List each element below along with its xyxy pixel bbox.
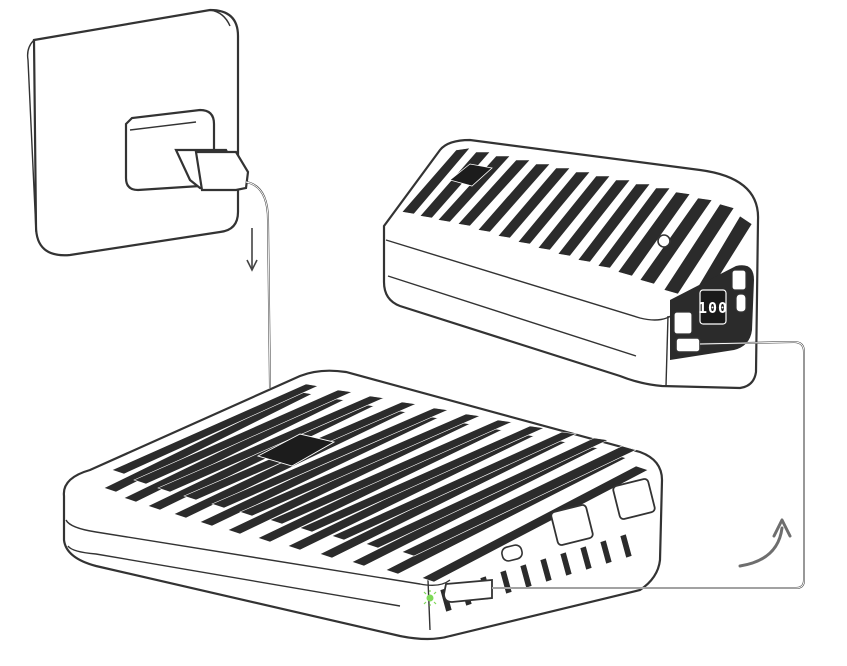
wall-plug-icon	[124, 108, 250, 192]
brand-badge-large	[256, 433, 336, 467]
large-usb-a-port-2[interactable]	[550, 504, 594, 546]
power-button[interactable]	[657, 234, 671, 248]
small-bank-input-plug	[675, 337, 701, 353]
small-bank-port-panel: 100	[670, 265, 754, 360]
charging-led-icon	[423, 590, 437, 606]
large-usb-c-port[interactable]	[501, 544, 524, 562]
large-usb-a-port-1[interactable]	[612, 478, 656, 520]
brand-badge	[449, 163, 493, 187]
charger-cable	[245, 181, 271, 389]
large-bank-output-plug	[443, 579, 493, 603]
small-usb-a-port-2[interactable]	[731, 269, 747, 291]
transfer-cable	[492, 340, 805, 589]
large-power-bank	[62, 369, 664, 641]
down-arrow-icon	[246, 228, 258, 272]
small-power-bank: 100	[382, 138, 760, 390]
small-usb-a-port[interactable]	[673, 311, 693, 335]
display-value: 100	[698, 299, 728, 317]
small-usb-c-port[interactable]	[735, 293, 747, 313]
led-display	[699, 289, 727, 325]
curved-up-arrow-icon	[738, 518, 792, 568]
large-bank-ribs	[103, 383, 649, 583]
wall-outlet	[26, 8, 250, 257]
